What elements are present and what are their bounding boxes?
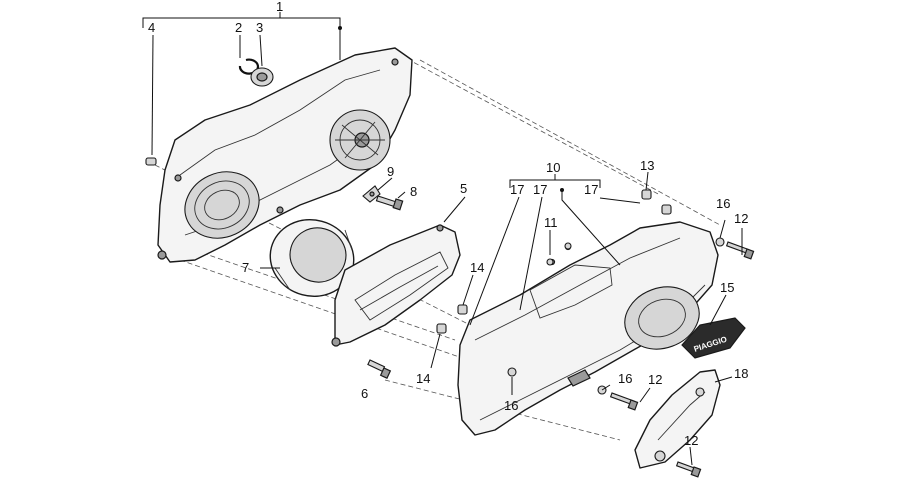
callout-7: 7 <box>242 260 249 275</box>
callout-10: 10 <box>546 160 560 175</box>
callout-16-middle: 16 <box>618 371 632 386</box>
callout-12-top: 12 <box>734 211 748 226</box>
callout-3: 3 <box>256 20 263 35</box>
leader-lines <box>142 12 743 466</box>
callout-16-bottom: 16 <box>504 398 518 413</box>
callout-9: 9 <box>387 164 394 179</box>
part-3-bearing <box>250 67 274 87</box>
callout-5: 5 <box>460 181 467 196</box>
callout-17-left: 17 <box>510 182 524 197</box>
part-13-dowels <box>641 189 672 215</box>
part-6-screw <box>367 359 392 380</box>
part-14-dowels <box>436 304 468 334</box>
callout-14-top: 14 <box>470 260 484 275</box>
part-9-clip <box>362 185 381 203</box>
part-7-filter-ring <box>269 219 355 297</box>
callout-17-right: 17 <box>584 182 598 197</box>
callout-12-bottom: 12 <box>684 433 698 448</box>
callout-labels: 1 2 3 4 5 6 7 8 9 10 11 12 12 12 13 14 1… <box>148 0 748 448</box>
part-8-screw <box>375 195 404 211</box>
callout-1: 1 <box>276 0 283 14</box>
callout-8: 8 <box>410 184 417 199</box>
callout-4: 4 <box>148 20 155 35</box>
callout-16-top: 16 <box>716 196 730 211</box>
callout-2: 2 <box>235 20 242 35</box>
callout-17-middle: 17 <box>533 182 547 197</box>
callout-12-middle: 12 <box>648 372 662 387</box>
callout-13: 13 <box>640 158 654 173</box>
part-10-outer-cover <box>457 221 719 436</box>
part-16-washers <box>507 237 725 395</box>
part-5-duct-cover <box>331 224 461 347</box>
callout-18: 18 <box>734 366 748 381</box>
part-1-inner-cover <box>157 47 413 263</box>
part-4-dowel <box>145 157 157 166</box>
callout-6: 6 <box>361 386 368 401</box>
part-12-bolts <box>609 241 755 478</box>
part-11-dowels <box>546 242 572 266</box>
part-15-badge: PIAGGIO <box>681 317 746 359</box>
part-18-bracket <box>634 369 721 469</box>
callout-14-bottom: 14 <box>416 371 430 386</box>
callout-11: 11 <box>544 215 558 230</box>
callout-15: 15 <box>720 280 734 295</box>
